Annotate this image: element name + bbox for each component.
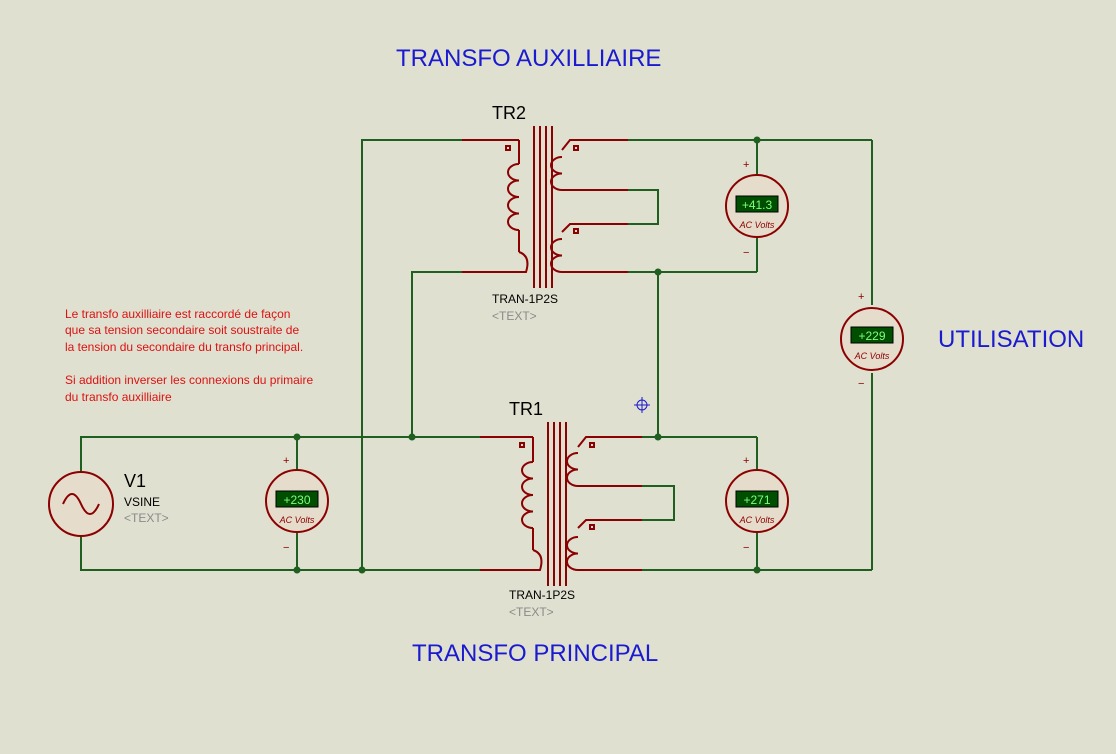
title-aux: TRANSFO AUXILLIAIRE [396, 45, 661, 72]
voltmeter-value: +230 [283, 493, 310, 507]
wire-tr2-primary-top [361, 139, 462, 570]
voltmeter-tr1-secondary[interactable]: +271 AC Volts + − [725, 455, 789, 554]
tr1-name: TR1 [509, 399, 543, 419]
voltmeter-minus: − [743, 542, 749, 554]
title-principal: TRANSFO PRINCIPAL [412, 640, 658, 667]
tr2-model: TRAN-1P2S [492, 292, 558, 306]
note-line: Si addition inverser les connexions du p… [65, 373, 313, 387]
tr2-name: TR2 [492, 103, 526, 123]
voltmeter-unit: AC Volts [854, 351, 890, 361]
voltmeter-minus: − [283, 542, 289, 554]
voltmeter-value: +41.3 [742, 198, 773, 212]
wire-tr2-sec-link [628, 189, 659, 225]
junction-dot [753, 136, 761, 144]
voltmeter-plus: + [858, 291, 864, 303]
annotation-note: Le transfo auxilliaire est raccordé de f… [65, 307, 313, 404]
junction-dot [753, 566, 761, 574]
voltmeter-tr2-secondary[interactable]: +41.3 AC Volts + − [725, 159, 789, 259]
note-line: Le transfo auxilliaire est raccordé de f… [65, 307, 290, 321]
voltmeter-utilisation[interactable]: +229 AC Volts + − [840, 291, 904, 390]
junction-dot [358, 566, 366, 574]
junction-dot [654, 433, 662, 441]
voltmeter-value: +271 [743, 493, 770, 507]
wire-source-bottom [80, 535, 480, 571]
source-text-placeholder: <TEXT> [124, 511, 169, 525]
wiring [80, 139, 873, 571]
junctions [293, 136, 761, 574]
wire-tr2-primary-bottom [411, 271, 462, 437]
source-name: V1 [124, 471, 146, 491]
junction-dot [654, 268, 662, 276]
voltmeter-unit: AC Volts [739, 220, 775, 230]
voltmeter-minus: − [858, 378, 864, 390]
voltmeter-plus: + [743, 455, 749, 467]
tr2-text-placeholder: <TEXT> [492, 309, 537, 323]
voltmeter-source[interactable]: +230 AC Volts + − [265, 455, 329, 554]
junction-dot [293, 566, 301, 574]
source-v1[interactable]: V1 VSINE <TEXT> [48, 471, 169, 537]
junction-dot [293, 433, 301, 441]
transformer-tr2[interactable]: TR2 TRAN-1P2S <TEXT> [462, 103, 628, 323]
source-model: VSINE [124, 495, 160, 509]
tr1-model: TRAN-1P2S [509, 588, 575, 602]
note-line: du transfo auxilliaire [65, 390, 172, 404]
transformer-tr1[interactable]: TR1 TRAN-1P2S <TEXT> [480, 399, 642, 619]
title-utilisation: UTILISATION [938, 326, 1084, 353]
crosshair-icon [634, 397, 650, 413]
tr1-text-placeholder: <TEXT> [509, 605, 554, 619]
voltmeter-unit: AC Volts [739, 515, 775, 525]
wire-source-top [80, 436, 480, 473]
wire-tr1-sec-link [642, 485, 675, 521]
note-line: la tension du secondaire du transfo prin… [65, 340, 303, 354]
junction-dot [408, 433, 416, 441]
voltmeter-value: +229 [858, 329, 885, 343]
voltmeter-unit: AC Volts [279, 515, 315, 525]
voltmeter-plus: + [743, 159, 749, 171]
voltmeter-minus: − [743, 247, 749, 259]
note-line: que sa tension secondaire soit soustrait… [65, 323, 299, 337]
voltmeter-plus: + [283, 455, 289, 467]
